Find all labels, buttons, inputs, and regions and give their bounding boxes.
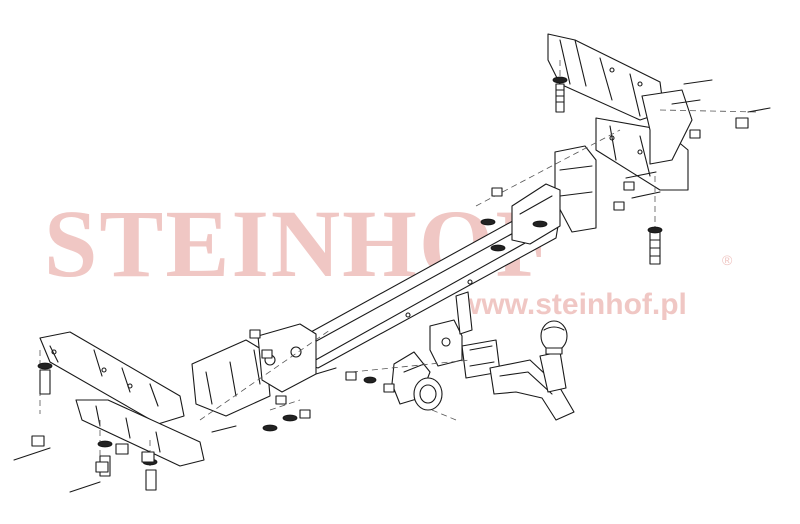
tow-ball-neck: [461, 339, 575, 421]
left-mounting-bracket: [39, 323, 317, 467]
tow-ball: [540, 320, 568, 355]
electrical-socket: [391, 351, 443, 411]
washers: [37, 76, 663, 466]
nuts: [31, 117, 749, 473]
socket-plate: [429, 291, 473, 367]
website-watermark: www.steinhof.pl: [458, 288, 687, 321]
registered-mark: ®: [722, 252, 733, 268]
right-mounting-bracket: [547, 33, 693, 233]
